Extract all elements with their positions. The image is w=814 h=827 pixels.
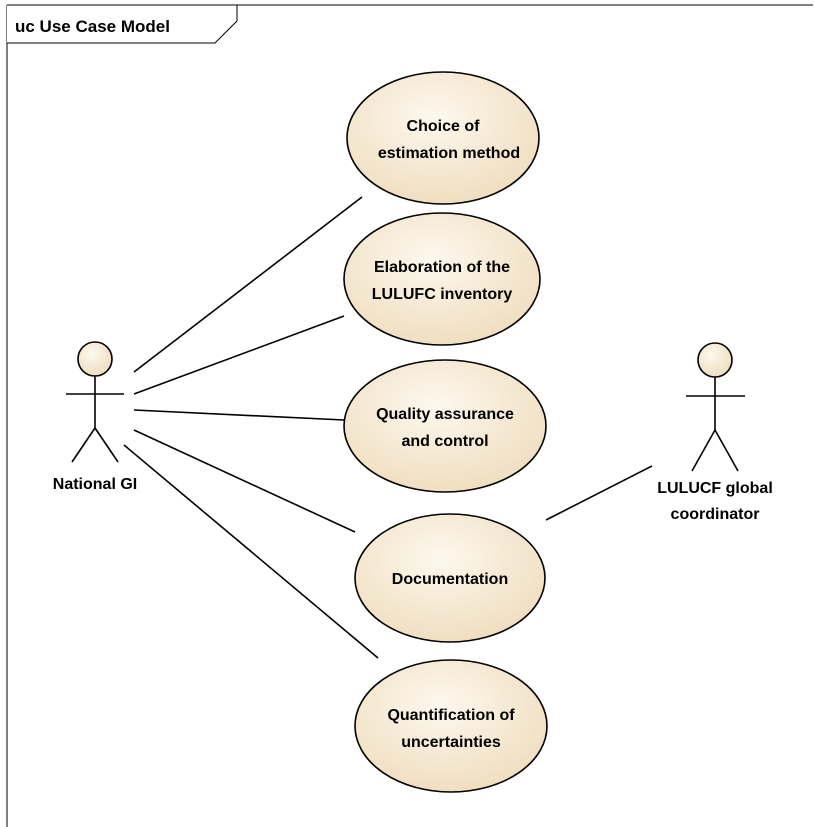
association-national-gi-elaboration bbox=[133, 315, 345, 395]
use-case-choice-of-estimation-method[interactable]: Choice of estimation method bbox=[346, 71, 540, 205]
use-case-ellipse bbox=[346, 71, 540, 205]
use-case-label-line2: LULUFC inventory bbox=[372, 286, 513, 303]
use-case-label-line1: Quality assurance bbox=[376, 406, 514, 423]
use-case-elaboration-of-inventory[interactable]: Elaboration of the LULUFC inventory bbox=[343, 212, 541, 346]
use-case-label-line1: Quantification of bbox=[387, 707, 515, 724]
diagram-frame: uc Use Case Model bbox=[6, 4, 813, 827]
association-national-gi-quantification bbox=[123, 444, 379, 659]
actor-national-gi[interactable]: National GI bbox=[53, 341, 137, 493]
association-national-gi-choice bbox=[133, 196, 363, 373]
actor-stick-figure bbox=[66, 376, 124, 463]
use-case-label-line2: estimation method bbox=[378, 145, 520, 162]
actor-name: National GI bbox=[53, 476, 137, 493]
use-case-ellipse bbox=[354, 513, 546, 643]
use-case-label-line1: Elaboration of the bbox=[374, 259, 510, 276]
use-case-quantification-of-uncertainties[interactable]: Quantification of uncertainties bbox=[354, 659, 548, 793]
frame-title: uc Use Case Model bbox=[15, 17, 170, 36]
use-case-ellipse bbox=[343, 359, 547, 493]
actor-stick-figure bbox=[686, 377, 745, 472]
use-case-documentation[interactable]: Documentation bbox=[354, 513, 546, 643]
actor-head bbox=[697, 342, 733, 378]
use-case-quality-assurance[interactable]: Quality assurance and control bbox=[343, 359, 547, 493]
use-case-label-line1: Choice of bbox=[407, 118, 481, 135]
association-national-gi-quality bbox=[133, 409, 345, 421]
use-case-ellipse bbox=[354, 659, 548, 793]
actor-name-line2: coordinator bbox=[671, 506, 760, 523]
use-case-ellipse bbox=[343, 212, 541, 346]
actor-lulucf-coordinator[interactable]: LULUCF global coordinator bbox=[657, 342, 773, 523]
association-coordinator-documentation bbox=[545, 465, 653, 521]
associations bbox=[123, 196, 653, 659]
use-case-label-line1: Documentation bbox=[392, 571, 508, 588]
frame-tab bbox=[7, 4, 238, 44]
use-case-label-line2: uncertainties bbox=[401, 734, 501, 751]
actor-head bbox=[77, 341, 113, 377]
actor-name-line1: LULUCF global bbox=[657, 480, 773, 497]
use-case-label-line2: and control bbox=[401, 433, 488, 450]
association-national-gi-documentation bbox=[133, 429, 356, 533]
